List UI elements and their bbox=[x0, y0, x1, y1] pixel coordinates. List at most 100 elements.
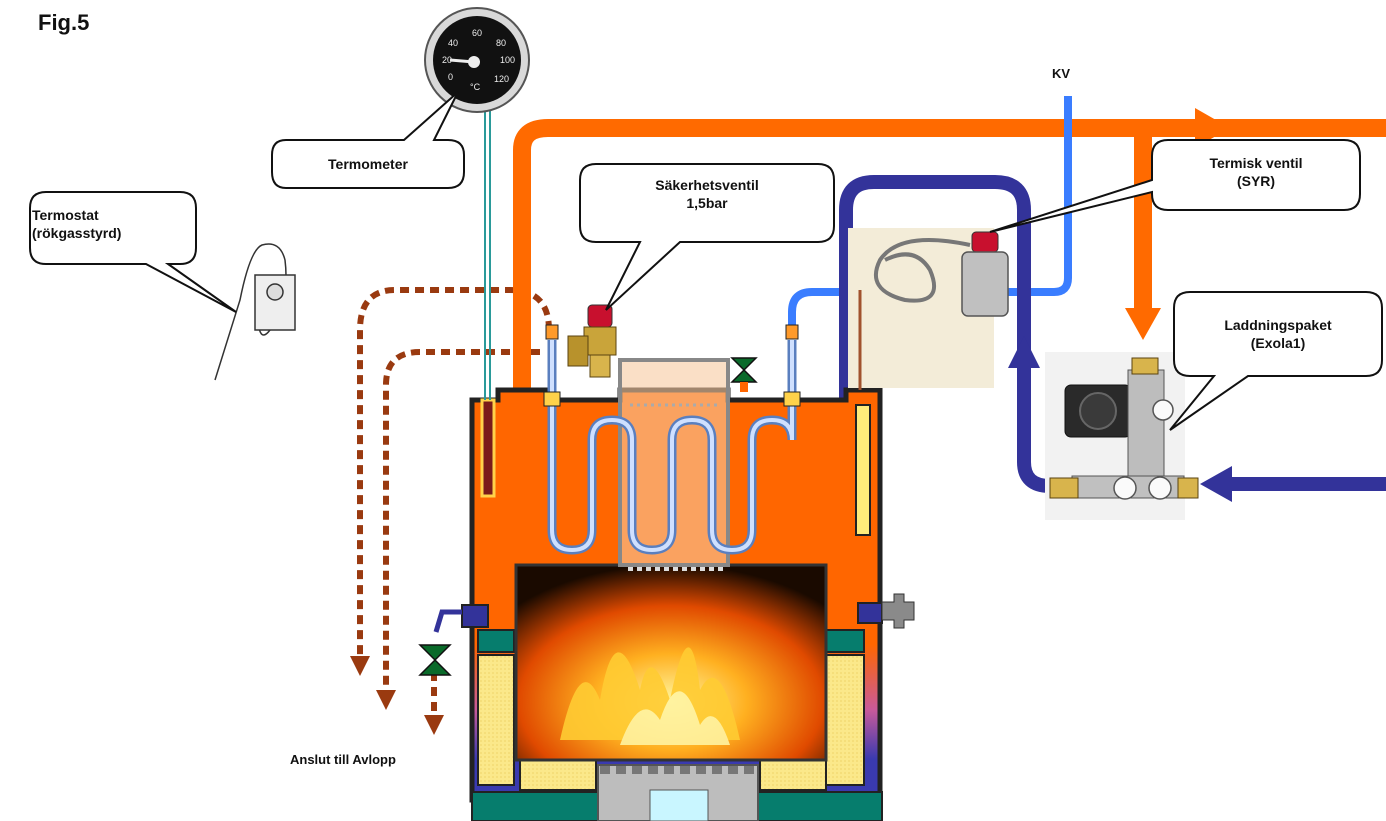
vent-valve-stem bbox=[740, 382, 748, 392]
drain-label: Anslut till Avlopp bbox=[290, 752, 396, 767]
safety-valve-label-line1: Säkerhetsventil bbox=[655, 177, 759, 193]
safety-valve-label-line2: 1,5bar bbox=[686, 195, 728, 211]
gauge-lower-left bbox=[1113, 476, 1137, 500]
thermal-valve bbox=[848, 228, 1009, 390]
drain-arrow bbox=[424, 715, 444, 735]
heat-exchanger-coil-inner bbox=[550, 340, 794, 553]
gauge-tick-120: 120 bbox=[494, 74, 509, 84]
safety-valve bbox=[567, 304, 617, 378]
hot-water-pipes bbox=[513, 119, 1386, 390]
gauge-upper bbox=[1152, 399, 1174, 421]
gauge-unit: °C bbox=[470, 82, 481, 92]
safety-valve-label: Säkerhetsventil 1,5bar bbox=[580, 176, 834, 212]
flue-gas-arrows bbox=[350, 656, 444, 735]
manifold bbox=[1127, 369, 1165, 487]
thermometer-stem bbox=[484, 110, 491, 400]
flue-gas-lines bbox=[357, 287, 552, 715]
gauge-tick-80: 80 bbox=[496, 38, 506, 48]
coil-cap-left bbox=[545, 324, 559, 340]
return-in-arrow bbox=[1200, 466, 1232, 502]
drain-valve-pipe bbox=[433, 609, 462, 633]
boiler bbox=[433, 324, 915, 821]
safety-valve-body bbox=[583, 326, 617, 356]
gauge-tick-40: 40 bbox=[448, 38, 458, 48]
thermostat-label-line2: (rökgasstyrd) bbox=[32, 225, 122, 241]
base-right bbox=[757, 791, 883, 821]
flames bbox=[560, 647, 740, 745]
thermal-valve-body bbox=[961, 251, 1009, 317]
kv-to-boiler bbox=[788, 288, 900, 330]
charging-package-label: Laddningspaket (Exola1) bbox=[1174, 316, 1382, 352]
gauge-tick-60: 60 bbox=[472, 28, 482, 38]
insulation-bottom-left bbox=[519, 759, 597, 791]
plug-right bbox=[881, 593, 915, 629]
thermostat-capillary bbox=[214, 243, 287, 381]
flue-arrow-1 bbox=[350, 656, 370, 676]
thermal-valve-label-line1: Termisk ventil bbox=[1209, 155, 1303, 171]
thermal-valve-capillary bbox=[874, 238, 971, 303]
charging-package bbox=[1045, 352, 1199, 520]
figure-title: Fig.5 bbox=[38, 10, 90, 35]
coil-fitting-left bbox=[543, 391, 561, 407]
flue-gas-line-outer bbox=[357, 287, 552, 655]
thermal-valve-label-line2: (SYR) bbox=[1236, 173, 1276, 189]
insulation-left bbox=[477, 654, 515, 786]
thermostat-tail-line bbox=[167, 263, 237, 313]
base-left bbox=[471, 791, 599, 821]
gauge-tick-100: 100 bbox=[500, 55, 515, 65]
coil-cap-right bbox=[785, 324, 799, 340]
drain-valve-body bbox=[418, 644, 452, 676]
kv-label: KV bbox=[1052, 66, 1071, 81]
thermostat-label: Termostat (rökgasstyrd) bbox=[32, 206, 172, 242]
thermometer-gauge: 0 20 40 60 80 100 120 °C bbox=[424, 7, 530, 113]
gauge-tick-0: 0 bbox=[448, 72, 453, 82]
callout-thermometer bbox=[271, 91, 465, 189]
hot-branch-arrow bbox=[1125, 308, 1161, 340]
callout-tails bbox=[167, 263, 237, 313]
safety-valve-outlet bbox=[567, 335, 589, 367]
charging-package-label-line1: Laddningspaket bbox=[1224, 317, 1332, 333]
safety-valve-nut bbox=[589, 354, 611, 378]
manifold-top-fitting bbox=[1131, 357, 1159, 375]
cold-water-pipes bbox=[788, 96, 1072, 330]
hot-flow-arrow bbox=[1195, 108, 1230, 148]
inlet-left bbox=[461, 604, 489, 628]
gauge-needle bbox=[449, 58, 475, 64]
callout-charging-package bbox=[1169, 291, 1383, 431]
drain-valve bbox=[418, 644, 452, 676]
thermostat-sketch bbox=[214, 243, 296, 381]
inlet-right bbox=[857, 602, 883, 624]
callout-safety-valve bbox=[579, 163, 835, 311]
flue-gas-line-inner bbox=[383, 349, 540, 690]
teal-block-right bbox=[825, 629, 865, 653]
flue-arrow-2 bbox=[376, 690, 396, 710]
thermostat-label-line1: Termostat bbox=[32, 207, 99, 223]
teal-block-left bbox=[477, 629, 515, 653]
gauge-lower-right bbox=[1148, 476, 1172, 500]
thermometer-label: Termometer bbox=[328, 156, 408, 172]
brass-fitting-right bbox=[1177, 477, 1199, 499]
insulation-bottom-right bbox=[759, 759, 827, 791]
sensor-pocket-right bbox=[855, 404, 871, 536]
flame-2 bbox=[620, 691, 730, 745]
vent-valve-body bbox=[730, 357, 758, 383]
insulation-right bbox=[825, 654, 865, 786]
return-loop bbox=[839, 175, 1060, 620]
gauge-tick-20: 20 bbox=[442, 55, 452, 65]
hot-flow-pipe bbox=[513, 119, 1386, 390]
thermal-valve-label: Termisk ventil (SYR) bbox=[1152, 154, 1360, 190]
return-water-pipes bbox=[839, 175, 1386, 620]
kv-pipe bbox=[980, 96, 1072, 296]
thermometer-pocket bbox=[480, 398, 496, 498]
thermal-valve-head bbox=[971, 231, 999, 253]
vent-valve bbox=[730, 357, 758, 392]
thermostat-knob bbox=[266, 283, 284, 301]
coil-fitting-right bbox=[783, 391, 801, 407]
brass-fitting-left bbox=[1049, 477, 1079, 499]
ash-pit-window bbox=[649, 789, 709, 821]
pump-face bbox=[1079, 392, 1117, 430]
callout-thermal-valve bbox=[989, 139, 1361, 233]
callouts bbox=[29, 91, 1383, 431]
return-up-arrow bbox=[1008, 336, 1040, 368]
